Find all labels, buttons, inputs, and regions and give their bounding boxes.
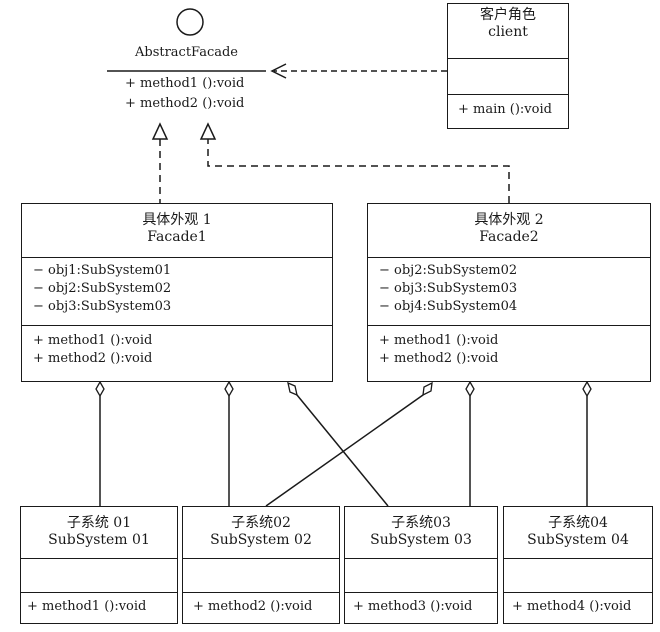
f2-sub04-diamond <box>582 380 592 398</box>
facade2-class: 具体外观 2 Facade2 − obj2:SubSystem02 − obj3… <box>367 203 651 382</box>
sub02-title-cn: 子系统02 <box>231 515 291 531</box>
client-title-cn: 客户角色 <box>480 7 536 23</box>
facade1-realization-arrowhead <box>151 122 169 140</box>
client-method: + main ():void <box>458 102 552 117</box>
facade2-title-en: Facade2 <box>479 229 539 245</box>
f2-sub02-line <box>265 394 424 507</box>
abstract-facade-name: AbstractFacade <box>134 45 238 60</box>
facade2-attr-3: − obj4:SubSystem04 <box>379 299 518 314</box>
f1-sub02-diamond <box>224 380 234 398</box>
sub02-method: + method2 ():void <box>193 599 313 614</box>
abstract-method-1: + method1 ():void <box>125 76 245 91</box>
abstract-method-2: + method2 ():void <box>125 96 245 111</box>
facade2-realization-arrowhead <box>199 122 217 140</box>
client-title-en: client <box>488 24 528 40</box>
subsystem-01-class: 子系统 01 SubSystem 01 + method1 ():void <box>20 506 178 624</box>
sub01-title-en: SubSystem 01 <box>48 532 150 548</box>
facade2-method-1: + method1 ():void <box>379 333 499 348</box>
facade2-realization-line <box>207 139 510 203</box>
f1-sub01-diamond <box>95 380 105 398</box>
facade1-method-2: + method2 ():void <box>33 351 153 366</box>
facade2-method-2: + method2 ():void <box>379 351 499 366</box>
sub03-title-cn: 子系统03 <box>391 515 451 531</box>
interface-circle <box>176 8 204 36</box>
sub01-title-cn: 子系统 01 <box>66 515 132 531</box>
sub04-method: + method4 ():void <box>512 599 632 614</box>
facade1-title-en: Facade1 <box>147 229 207 245</box>
sub04-title-cn: 子系统04 <box>548 515 608 531</box>
client-class: 客户角色 client + main ():void <box>447 3 569 129</box>
sub02-title-en: SubSystem 02 <box>210 532 312 548</box>
subsystem-03-class: 子系统03 SubSystem 03 + method3 ():void <box>344 506 498 624</box>
subsystem-02-class: 子系统02 SubSystem 02 + method2 ():void <box>182 506 340 624</box>
sub04-title-en: SubSystem 04 <box>527 532 629 548</box>
facade1-attr-2: − obj2:SubSystem02 <box>33 281 172 296</box>
facade2-title-cn: 具体外观 2 <box>474 212 544 228</box>
facade2-attr-1: − obj2:SubSystem02 <box>379 263 518 278</box>
facade1-method-1: + method1 ():void <box>33 333 153 348</box>
f2-sub02-diamond <box>422 381 433 397</box>
sub03-title-en: SubSystem 03 <box>370 532 472 548</box>
facade2-attr-2: − obj3:SubSystem03 <box>379 281 518 296</box>
client-dependency-arrowhead <box>270 63 287 79</box>
facade1-attr-1: − obj1:SubSystem01 <box>33 263 172 278</box>
facade1-class: 具体外观 1 Facade1 − obj1:SubSystem01 − obj2… <box>21 203 333 382</box>
f1-sub03-line <box>296 394 389 507</box>
f1-sub03-diamond <box>287 381 298 397</box>
sub03-method: + method3 ():void <box>353 599 473 614</box>
f2-sub03-diamond <box>465 380 475 398</box>
facade1-attr-3: − obj3:SubSystem03 <box>33 299 172 314</box>
sub01-method: + method1 ():void <box>27 599 147 614</box>
subsystem-04-class: 子系统04 SubSystem 04 + method4 ():void <box>503 506 653 624</box>
facade1-title-cn: 具体外观 1 <box>142 212 212 228</box>
